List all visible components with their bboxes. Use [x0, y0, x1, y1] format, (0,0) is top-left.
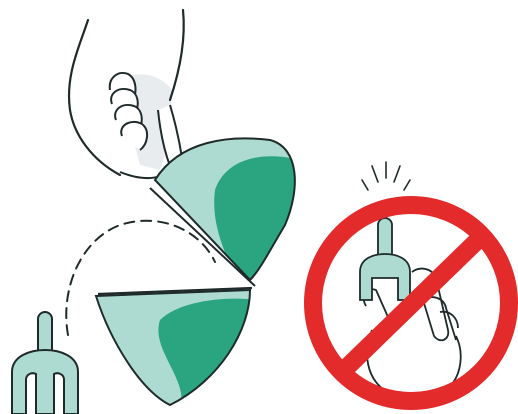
arm-outline-right: [170, 10, 184, 100]
squeezed-plug-base: [360, 254, 410, 300]
pressure-lines: [362, 162, 410, 190]
palm-edge: [120, 172, 160, 178]
finger-4: [121, 122, 147, 150]
package-lid: [150, 138, 300, 290]
prohibited-squeeze-icon: [313, 162, 509, 401]
plug-device-icon: [12, 312, 78, 414]
plug-base: [12, 350, 78, 414]
hand-peeling-package-icon: [69, 10, 184, 178]
squeezed-plug: [360, 218, 410, 300]
open-package-tray-icon: [96, 288, 255, 410]
